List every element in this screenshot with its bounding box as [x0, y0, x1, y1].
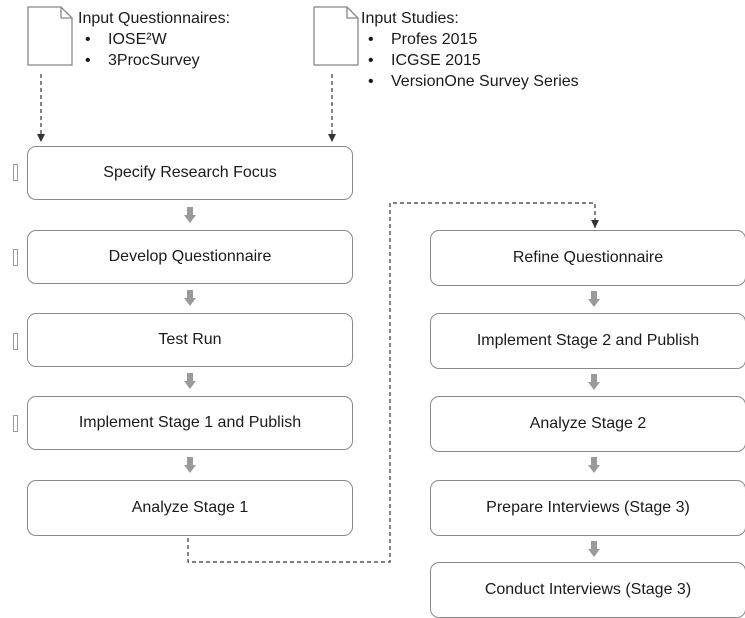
questionnaires-arrowhead — [37, 134, 45, 142]
marker-icon — [13, 415, 18, 432]
down-arrow-icon — [184, 207, 196, 223]
marker-icon — [13, 249, 18, 266]
marker-icon — [13, 333, 18, 350]
study-item: VersionOne Survey Series — [361, 71, 579, 92]
down-arrow-icon — [184, 373, 196, 389]
input-questionnaires: Input Questionnaires: IOSE²W 3ProcSurvey — [78, 8, 230, 71]
down-arrow-icon — [588, 457, 600, 473]
step-implement-stage-1: Implement Stage 1 and Publish — [27, 396, 353, 450]
stage2-arrowhead — [591, 220, 599, 228]
step-specify-research-focus: Specify Research Focus — [27, 146, 353, 200]
down-arrow-icon — [588, 291, 600, 307]
studies-arrowhead — [328, 134, 336, 142]
study-item: ICGSE 2015 — [361, 50, 579, 71]
questionnaire-item: IOSE²W — [78, 29, 230, 50]
step-analyze-stage-2: Analyze Stage 2 — [430, 396, 745, 452]
down-arrow-icon — [588, 541, 600, 557]
step-refine-questionnaire: Refine Questionnaire — [430, 230, 745, 286]
step-implement-stage-2: Implement Stage 2 and Publish — [430, 313, 745, 369]
step-develop-questionnaire: Develop Questionnaire — [27, 230, 353, 284]
document-icon-questionnaires — [27, 6, 73, 66]
questionnaire-item: 3ProcSurvey — [78, 50, 230, 71]
input-studies-title: Input Studies: — [361, 10, 459, 27]
step-prepare-interviews: Prepare Interviews (Stage 3) — [430, 480, 745, 536]
input-questionnaires-title: Input Questionnaires: — [78, 10, 231, 27]
down-arrow-icon — [184, 290, 196, 306]
down-arrow-icon — [588, 374, 600, 390]
input-studies: Input Studies: Profes 2015 ICGSE 2015 Ve… — [361, 8, 579, 92]
document-icon-studies — [313, 6, 359, 66]
study-item: Profes 2015 — [361, 29, 579, 50]
down-arrow-icon — [184, 457, 196, 473]
step-test-run: Test Run — [27, 313, 353, 367]
marker-icon — [13, 164, 18, 181]
step-conduct-interviews: Conduct Interviews (Stage 3) — [430, 562, 745, 618]
step-analyze-stage-1: Analyze Stage 1 — [27, 480, 353, 536]
